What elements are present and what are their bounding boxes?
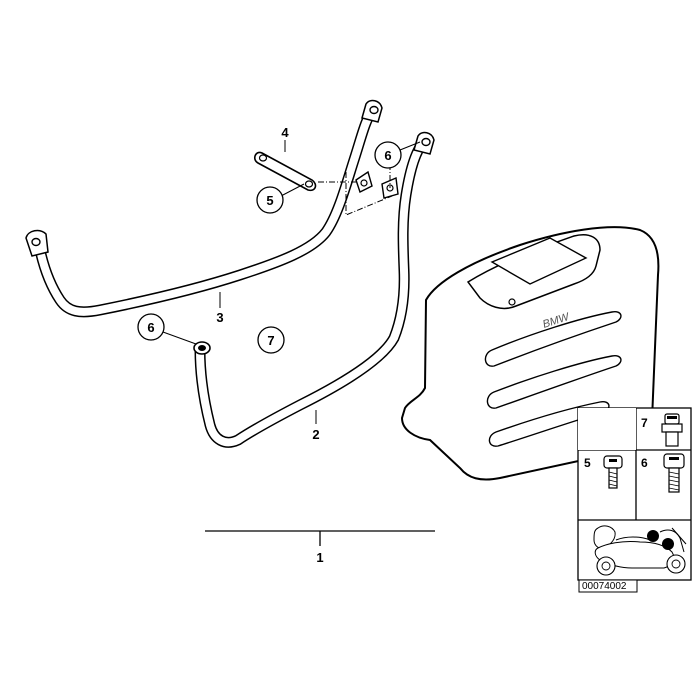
inset-label-kit: 7	[641, 416, 648, 430]
mount-point-marker	[647, 530, 659, 542]
label-assembly: 1	[316, 550, 323, 565]
callout-circle-6-top	[374, 141, 402, 169]
label-bar-front: 3	[216, 310, 223, 325]
strap	[253, 151, 317, 192]
inset-label-screw-small: 5	[584, 456, 591, 470]
small-screw-icon	[603, 455, 623, 489]
callouts: 4 5 6 6 7 3 2 1	[137, 125, 435, 565]
kit-screw-icon	[661, 413, 683, 447]
callout-circle-5	[256, 186, 284, 214]
label-kit: 7	[267, 333, 274, 348]
inset-panel: 7 5 6	[577, 407, 692, 593]
motorcycle-icon	[593, 525, 687, 576]
mount-point-marker	[662, 538, 674, 550]
label-screw-bolt-left: 6	[147, 320, 154, 335]
bolt-icon	[663, 453, 685, 493]
callout-circle-7	[257, 326, 285, 354]
label-strap: 4	[281, 125, 289, 140]
label-bar-rear: 2	[312, 427, 319, 442]
rear-rail	[193, 131, 435, 448]
inset-label-screw-bolt: 6	[641, 456, 648, 470]
callout-circle-6-left	[137, 313, 165, 341]
label-screw-bolt-top: 6	[384, 148, 391, 163]
diagram-code: 00074002	[582, 581, 627, 592]
label-screw-small: 5	[266, 193, 273, 208]
front-rail	[25, 99, 383, 318]
